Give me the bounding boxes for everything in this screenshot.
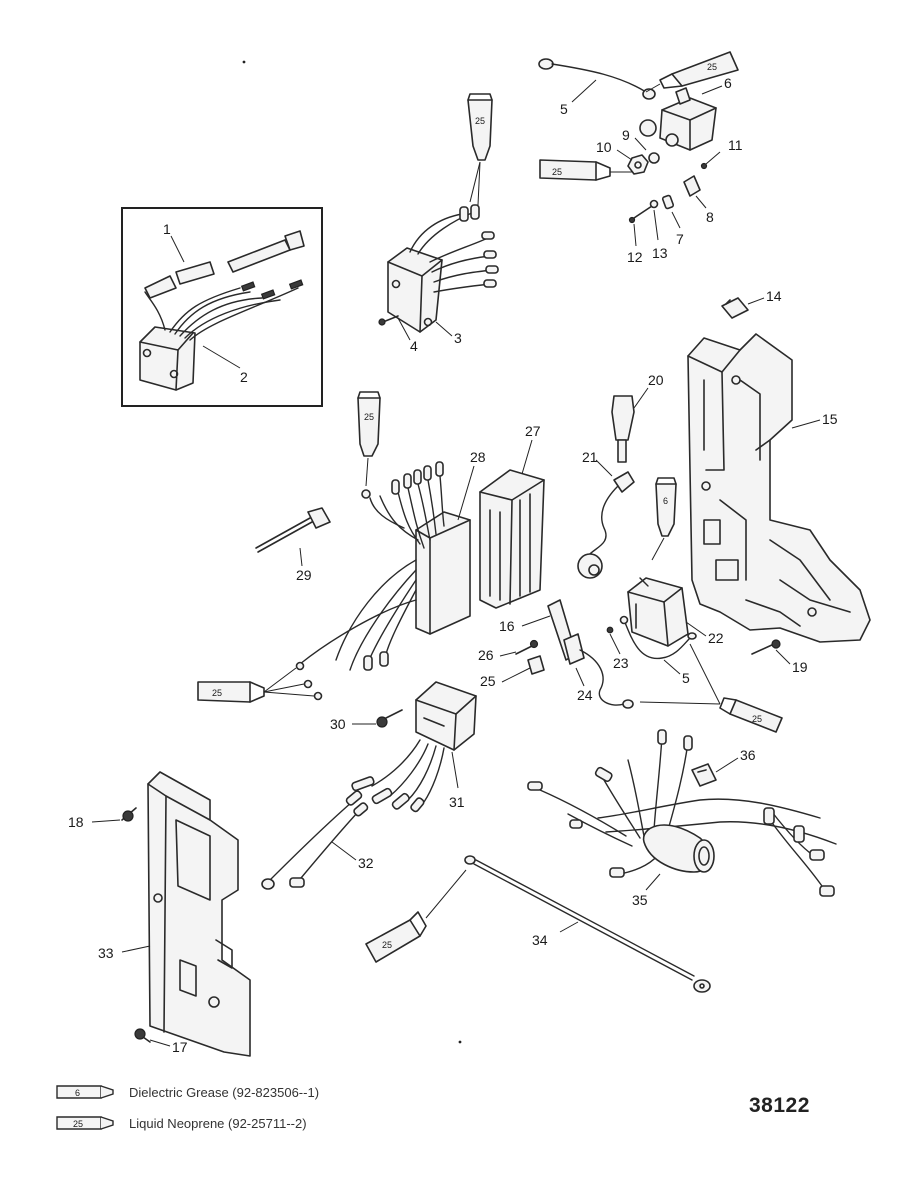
- callout-2: 2: [240, 369, 248, 385]
- liquid-neoprene-tube-switchbox: 25: [357, 391, 381, 487]
- callout-5-coil: 5: [682, 670, 690, 686]
- mounting-bolt: [255, 507, 331, 553]
- voltage-regulator: [351, 681, 477, 813]
- switch-box: [295, 461, 471, 701]
- callout-23: 23: [613, 655, 629, 671]
- screw-and-clip: [515, 639, 545, 675]
- rectifier-kit-inset: [121, 207, 323, 407]
- callout-9: 9: [622, 127, 630, 143]
- harness-clip: [691, 763, 717, 787]
- high-tension-lead: [577, 471, 635, 579]
- callout-26: 26: [478, 647, 494, 663]
- neoprene-tube-icon: 25: [55, 1114, 119, 1132]
- figure-number: 38122: [749, 1094, 810, 1117]
- callout-32: 32: [358, 855, 374, 871]
- ground-strap: [547, 599, 634, 709]
- svg-text:25: 25: [364, 412, 374, 422]
- ignition-coil: [627, 577, 689, 647]
- svg-text:6: 6: [663, 496, 668, 506]
- callout-34: 34: [532, 932, 548, 948]
- liquid-neoprene-tube-switchbox-leads: 25: [197, 667, 315, 703]
- main-harness: [527, 729, 837, 897]
- electrical-bracket: [687, 333, 871, 643]
- svg-text:25: 25: [382, 940, 392, 950]
- ground-cable-top: [538, 58, 656, 100]
- regulator-screw: [376, 709, 403, 728]
- wire-harness-short: [261, 790, 369, 890]
- callout-19: 19: [792, 659, 808, 675]
- callout-33: 33: [98, 945, 114, 961]
- liquid-neoprene-tube-switch: 25: [645, 51, 739, 93]
- liquid-neoprene-tube-coil-lead: 25: [639, 643, 783, 733]
- callout-22: 22: [708, 630, 724, 646]
- rectifier: [378, 204, 499, 333]
- callout-4: 4: [410, 338, 418, 354]
- cable-clip: [721, 297, 749, 319]
- callout-27: 27: [525, 423, 541, 439]
- legend-dielectric-grease: 6 Dielectric Grease (92-823506--1): [55, 1083, 319, 1101]
- callout-21: 21: [582, 449, 598, 465]
- callout-8: 8: [706, 209, 714, 225]
- liquid-neoprene-tube-switch-nut: 25: [539, 159, 632, 181]
- coil-lead-and-screw: [606, 615, 697, 660]
- battery-cable: [464, 855, 711, 993]
- cover-screw-bottom: [134, 1028, 151, 1043]
- grease-tube-icon: 6: [55, 1083, 119, 1101]
- callout-29: 29: [296, 567, 312, 583]
- callout-28: 28: [470, 449, 486, 465]
- svg-text:25: 25: [752, 714, 762, 724]
- callout-11: 11: [728, 137, 743, 153]
- switch-hardware: [627, 152, 708, 224]
- callout-15: 15: [822, 411, 838, 427]
- starter-switch: [639, 87, 717, 151]
- callout-18: 18: [68, 814, 84, 830]
- callout-36: 36: [740, 747, 756, 763]
- callout-31: 31: [449, 794, 465, 810]
- neoprene-code: 25: [73, 1119, 83, 1129]
- callout-1: 1: [163, 221, 171, 237]
- callout-24: 24: [577, 687, 593, 703]
- liquid-neoprene-tube-battery-cable: 25: [365, 869, 467, 963]
- callout-25: 25: [480, 673, 496, 689]
- callout-35: 35: [632, 892, 648, 908]
- callout-20: 20: [648, 372, 664, 388]
- cover-plate: [147, 771, 251, 1057]
- grease-code: 6: [75, 1088, 80, 1098]
- callout-14: 14: [766, 288, 782, 304]
- legend-liquid-neoprene: 25 Liquid Neoprene (92-25711--2): [55, 1114, 307, 1132]
- svg-text:25: 25: [552, 167, 562, 177]
- callout-3: 3: [454, 330, 462, 346]
- bracket-screw: [751, 639, 781, 655]
- callout-17: 17: [172, 1039, 188, 1055]
- legend-grease-label: Dielectric Grease (92-823506--1): [129, 1084, 320, 1100]
- liquid-neoprene-tube-rectifier: 25: [467, 93, 493, 206]
- callout-12: 12: [627, 249, 643, 265]
- svg-text:25: 25: [707, 62, 717, 72]
- spark-plug-boot: [611, 395, 635, 463]
- heat-sink: [479, 469, 545, 609]
- callout-10: 10: [596, 139, 612, 155]
- callout-7: 7: [676, 231, 684, 247]
- svg-text:25: 25: [212, 688, 222, 698]
- callout-16: 16: [499, 618, 515, 634]
- cover-screw-top: [121, 807, 137, 822]
- dielectric-grease-tube-coil: 6: [651, 477, 677, 561]
- callout-13: 13: [652, 245, 668, 261]
- svg-text:25: 25: [475, 116, 485, 126]
- legend-neoprene-label: Liquid Neoprene (92-25711--2): [129, 1115, 307, 1131]
- callout-6: 6: [724, 75, 732, 91]
- callout-30: 30: [330, 716, 346, 732]
- callout-5-top: 5: [560, 101, 568, 117]
